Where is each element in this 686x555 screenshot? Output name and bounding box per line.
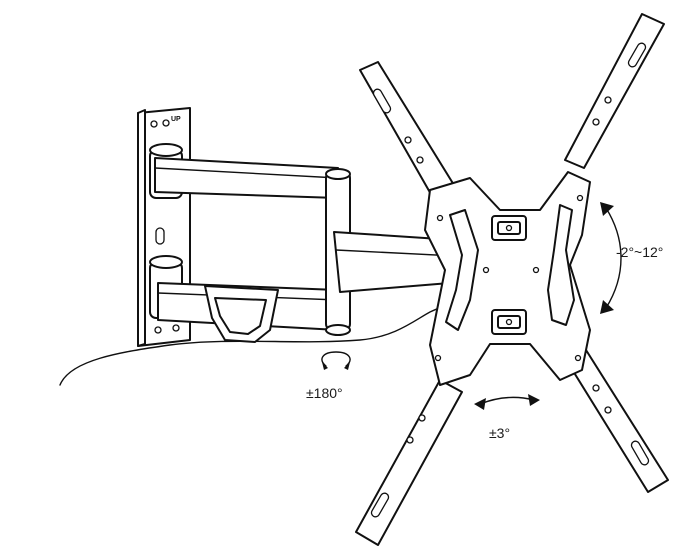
cable-clip (204, 285, 279, 343)
swivel-rotation-icon (321, 351, 351, 370)
tilt-lock-lower (491, 309, 527, 335)
cable (59, 291, 481, 386)
level-range-label: ±3° (489, 425, 511, 441)
wall-plate-up-mark: UP (171, 116, 181, 123)
upper-arm (154, 157, 339, 199)
tilt-range-label: -2°~12° (616, 244, 664, 260)
bracket-arm-bottom-left (355, 379, 463, 546)
swivel-range-label: ±180° (306, 385, 343, 401)
vesa-bracket (355, 13, 669, 546)
bracket-arm-top-right (564, 13, 665, 169)
level-arrow (474, 394, 540, 410)
tilt-lock-upper (491, 215, 527, 241)
tilt-arrow (600, 202, 622, 314)
